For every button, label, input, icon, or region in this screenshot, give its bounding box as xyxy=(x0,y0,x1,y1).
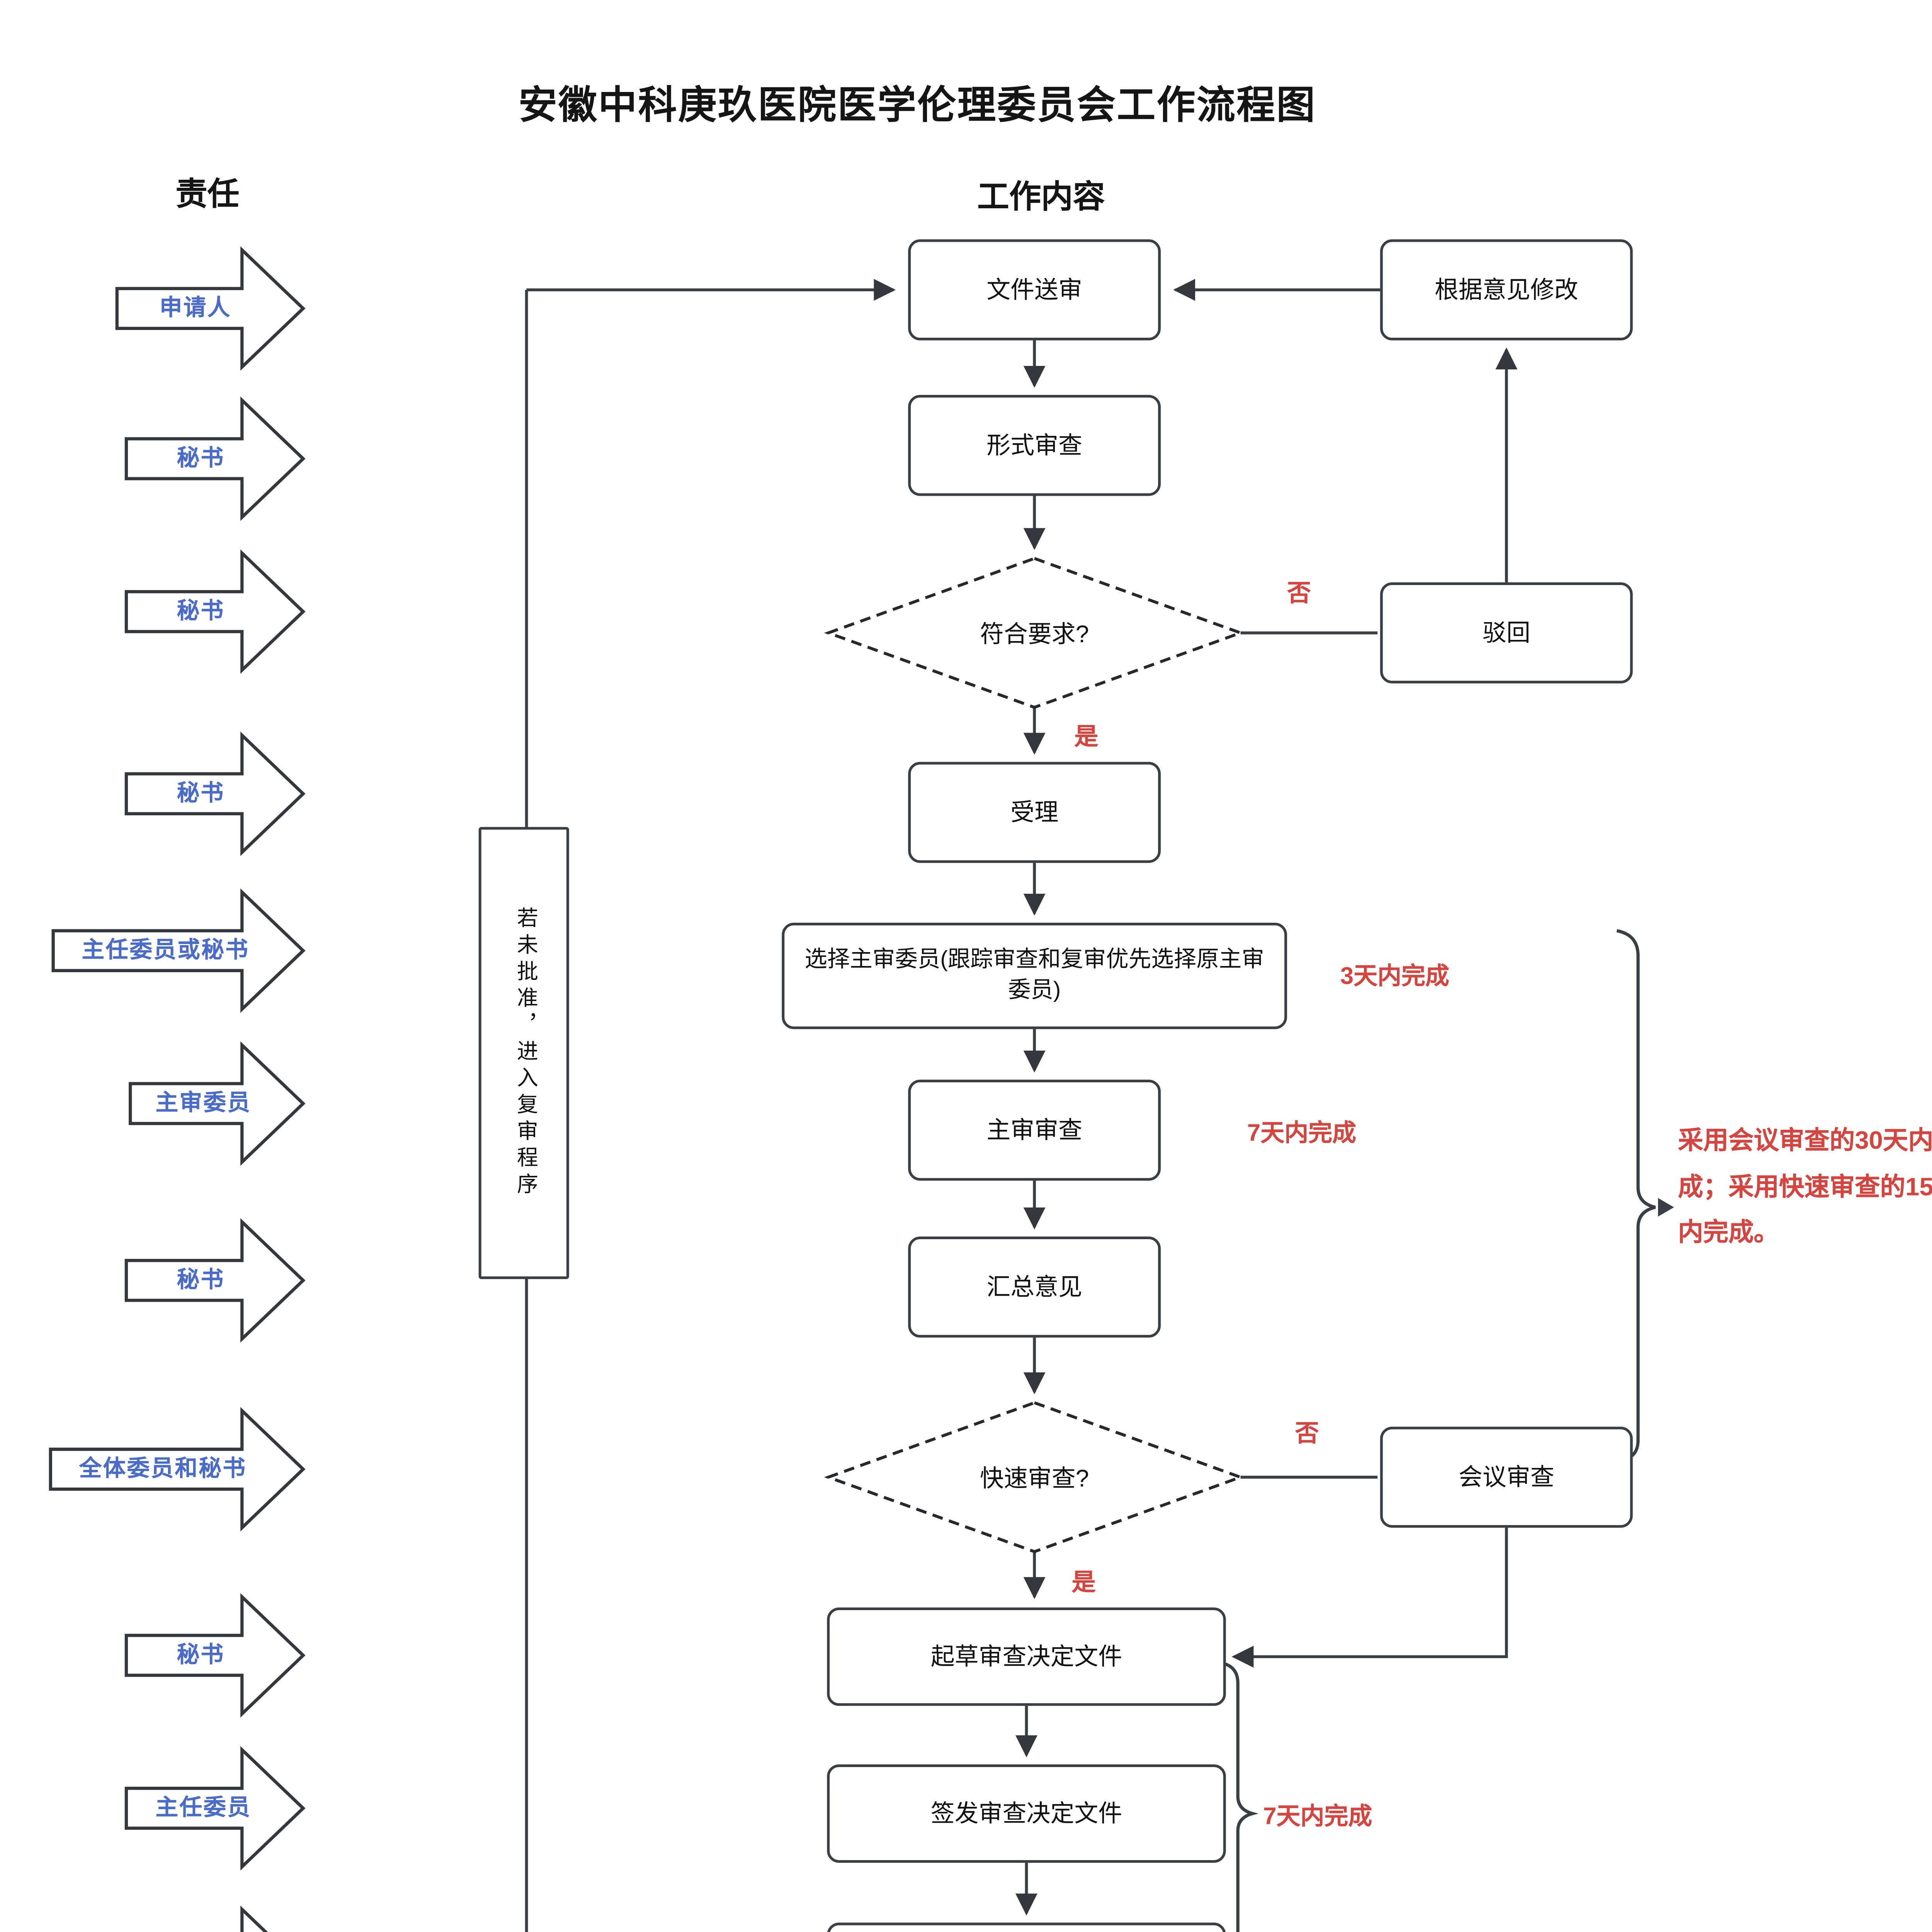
branch-label-no-1: 否 xyxy=(1287,580,1311,607)
node-meeting-review: 会议审查 xyxy=(1380,1427,1633,1528)
node-deliver-decision: 传达审查决定文件 xyxy=(827,1922,1226,1932)
annotation-seven-days-decision: 7天内完成 xyxy=(1263,1803,1372,1830)
node-summarize-opinions: 汇总意见 xyxy=(908,1236,1161,1338)
role-arrow-chair xyxy=(124,1746,306,1871)
role-label-secretary-2: 秘书 xyxy=(177,598,225,624)
role-label-secretary-5: 秘书 xyxy=(177,1642,225,1668)
meeting-note-brace xyxy=(1616,929,1656,1462)
role-arrow-secretary-3 xyxy=(124,731,306,856)
role-arrow-secretary-5 xyxy=(124,1593,306,1718)
annotation-three-days: 3天内完成 xyxy=(1340,963,1449,990)
annotation-seven-days-review: 7天内完成 xyxy=(1247,1119,1356,1146)
branch-label-yes-2: 是 xyxy=(1071,1569,1096,1596)
meeting-to-draft-arrow xyxy=(1231,1527,1508,1668)
node-draft-decision: 起草审查决定文件 xyxy=(827,1607,1226,1706)
role-label-all-members: 全体委员和秘书 xyxy=(79,1456,247,1481)
work-content-header: 工作内容 xyxy=(977,179,1105,216)
node-reject: 驳回 xyxy=(1380,582,1633,684)
node-select-primary-reviewer: 选择主审委员(跟踪审查和复审优先选择原主审委员) xyxy=(782,923,1287,1029)
annotation-meeting-duration: 采用会议审查的30天内完成；采用快速审查的15天内完成。 xyxy=(1678,1127,1932,1248)
responsibility-header: 责任 xyxy=(175,177,240,213)
role-label-primary-reviewer: 主审委员 xyxy=(155,1090,252,1116)
role-arrow-secretary-2 xyxy=(124,549,306,674)
role-arrow-chair-or-secretary xyxy=(51,888,306,1013)
role-arrow-all-members xyxy=(49,1407,306,1532)
role-arrow-primary-reviewer xyxy=(129,1041,306,1166)
role-label-chair: 主任委员 xyxy=(155,1795,252,1820)
node-accept: 受理 xyxy=(908,762,1161,863)
node-sign-decision: 签发审查决定文件 xyxy=(827,1764,1226,1863)
loop-connector xyxy=(525,290,528,1932)
role-label-secretary-3: 秘书 xyxy=(177,780,225,806)
meeting-note-brace-arrow-icon xyxy=(1658,1198,1674,1217)
fast-review-check-label: 快速审查? xyxy=(980,1465,1089,1492)
page-title: 安徽中科庚玖医院医学伦理委员会工作流程图 xyxy=(518,85,1316,128)
node-formal-review: 形式审查 xyxy=(908,395,1161,496)
role-label-secretary-4: 秘书 xyxy=(177,1267,225,1293)
node-primary-review: 主审审查 xyxy=(908,1080,1161,1181)
decision-days-brace xyxy=(1223,1662,1259,1932)
role-label-chair-or-secretary: 主任委员或秘书 xyxy=(82,937,250,963)
node-not-approved-note: 若未批准，进入复审程序 xyxy=(478,827,569,1279)
branch-label-no-2: 否 xyxy=(1295,1420,1319,1447)
branch-label-yes-1: 是 xyxy=(1074,723,1099,750)
role-label-applicant: 申请人 xyxy=(159,295,231,321)
role-arrow-secretary-4 xyxy=(124,1218,306,1343)
role-label-secretary-1: 秘书 xyxy=(177,445,225,471)
role-arrow-secretary-1 xyxy=(124,396,306,521)
node-submit-documents: 文件送审 xyxy=(908,239,1161,340)
node-revise-per-comments: 根据意见修改 xyxy=(1380,239,1633,340)
requirements-check-label: 符合要求? xyxy=(980,621,1089,648)
role-arrow-secretary-6 xyxy=(240,1905,268,1932)
role-arrow-applicant xyxy=(115,246,306,371)
